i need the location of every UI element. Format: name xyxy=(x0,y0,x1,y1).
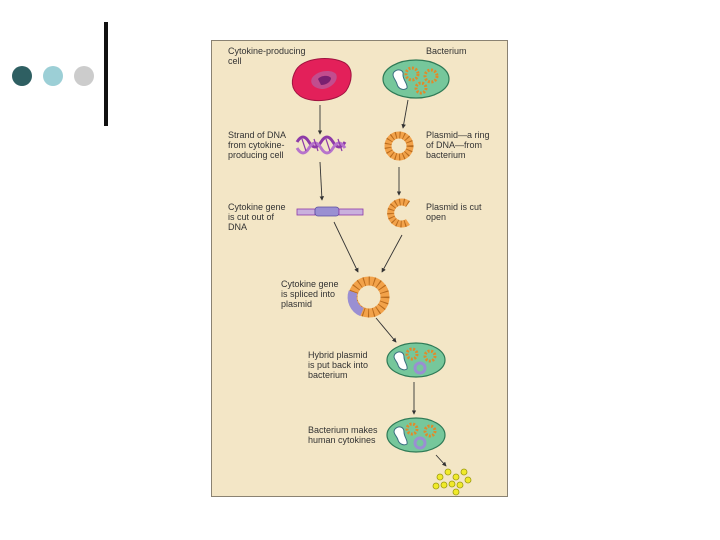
label-gene-spliced: Cytokine gene is spliced into plasmid xyxy=(281,279,339,309)
plasmid-open-icon xyxy=(391,202,408,224)
label-hybrid-plasmid: Hybrid plasmid is put back into bacteriu… xyxy=(308,350,368,380)
label-plasmid-ring: Plasmid—a ring of DNA—from bacterium xyxy=(426,130,490,160)
cytokine-molecules-icon xyxy=(433,469,471,495)
label-gene-cut-out: Cytokine gene is cut out of DNA xyxy=(228,202,286,232)
cut-gene-icon xyxy=(297,207,363,216)
label-bacterium: Bacterium xyxy=(426,46,467,56)
hybrid-bacterium-icon xyxy=(387,343,445,377)
plasmid-ring-icon xyxy=(388,135,410,157)
label-bacterium-makes: Bacterium makes human cytokines xyxy=(308,425,378,445)
label-strand-of-dna: Strand of DNA from cytokine- producing c… xyxy=(228,130,286,160)
dna-strand-icon xyxy=(297,137,345,153)
label-plasmid-cut-open: Plasmid is cut open xyxy=(426,202,482,222)
producing-bacterium-icon xyxy=(387,418,445,452)
label-cytokine-producing-cell: Cytokine-producing cell xyxy=(228,46,306,66)
spliced-plasmid-icon xyxy=(352,281,385,313)
bacterium-icon xyxy=(383,60,449,98)
